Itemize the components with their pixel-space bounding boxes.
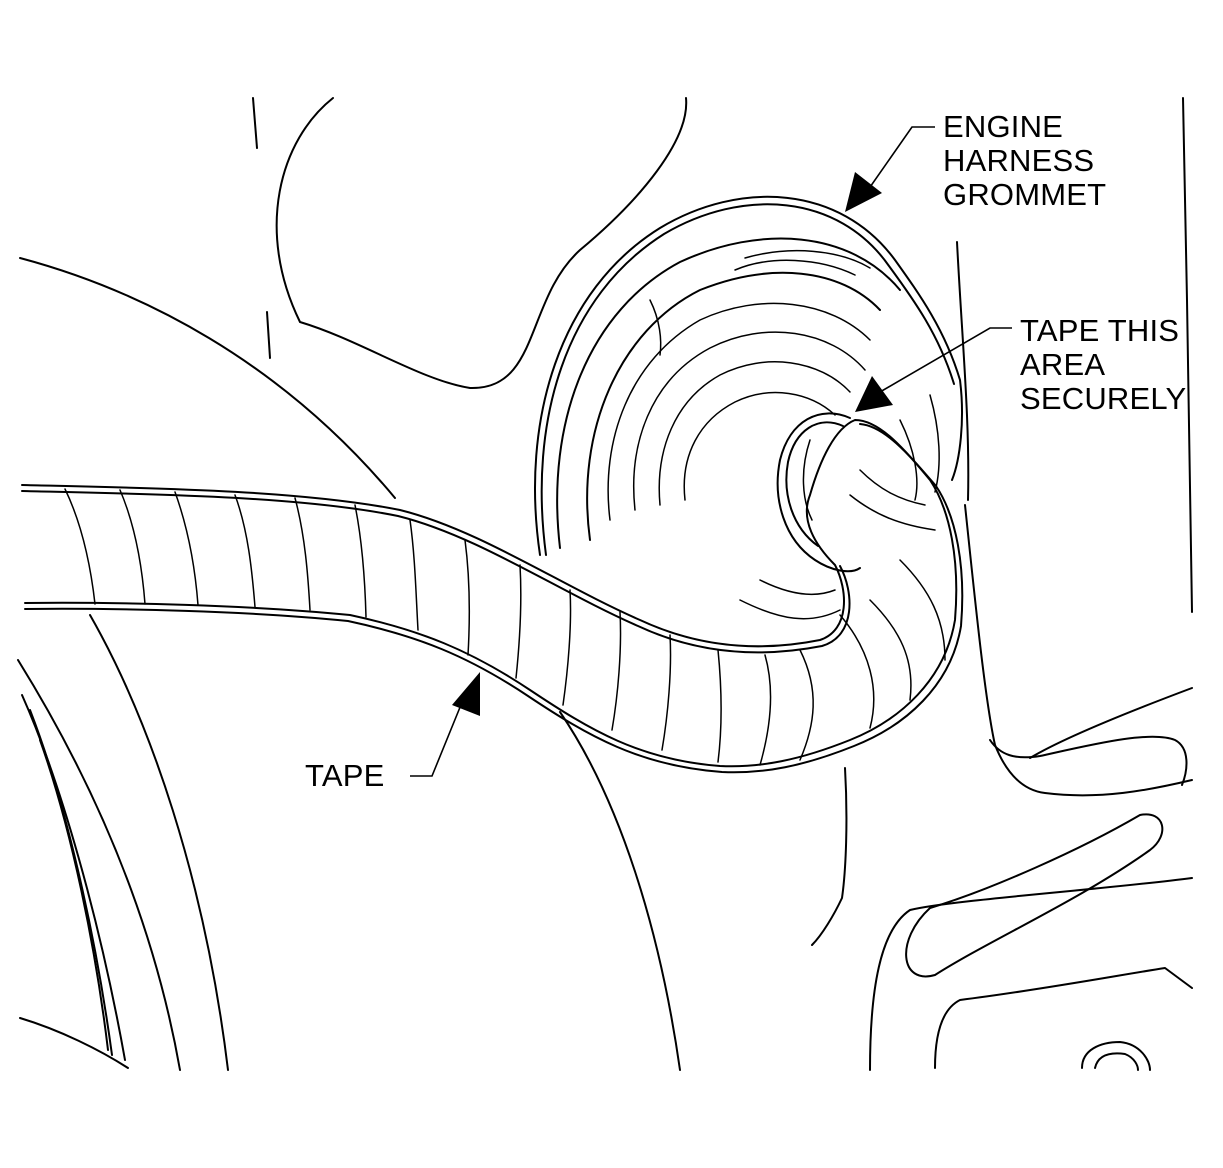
callout-line: TAPE THIS: [1020, 313, 1180, 348]
wiring-harness: [21, 419, 964, 774]
callout-line: SECURELY: [1020, 381, 1187, 416]
callout-tape: TAPE: [305, 758, 385, 793]
callout-line: HARNESS: [943, 143, 1095, 178]
callout-tape-this-area: TAPE THIS AREA SECURELY: [1020, 314, 1186, 416]
callout-leaders: [410, 126, 1012, 777]
body-panel-outlines: [17, 97, 1193, 1071]
engine-harness-grommet: [534, 195, 964, 620]
callout-line: ENGINE: [943, 109, 1064, 144]
callout-line: GROMMET: [943, 177, 1107, 212]
callout-engine-harness-grommet: ENGINE HARNESS GROMMET: [943, 110, 1106, 212]
callout-line: AREA: [1020, 347, 1106, 382]
